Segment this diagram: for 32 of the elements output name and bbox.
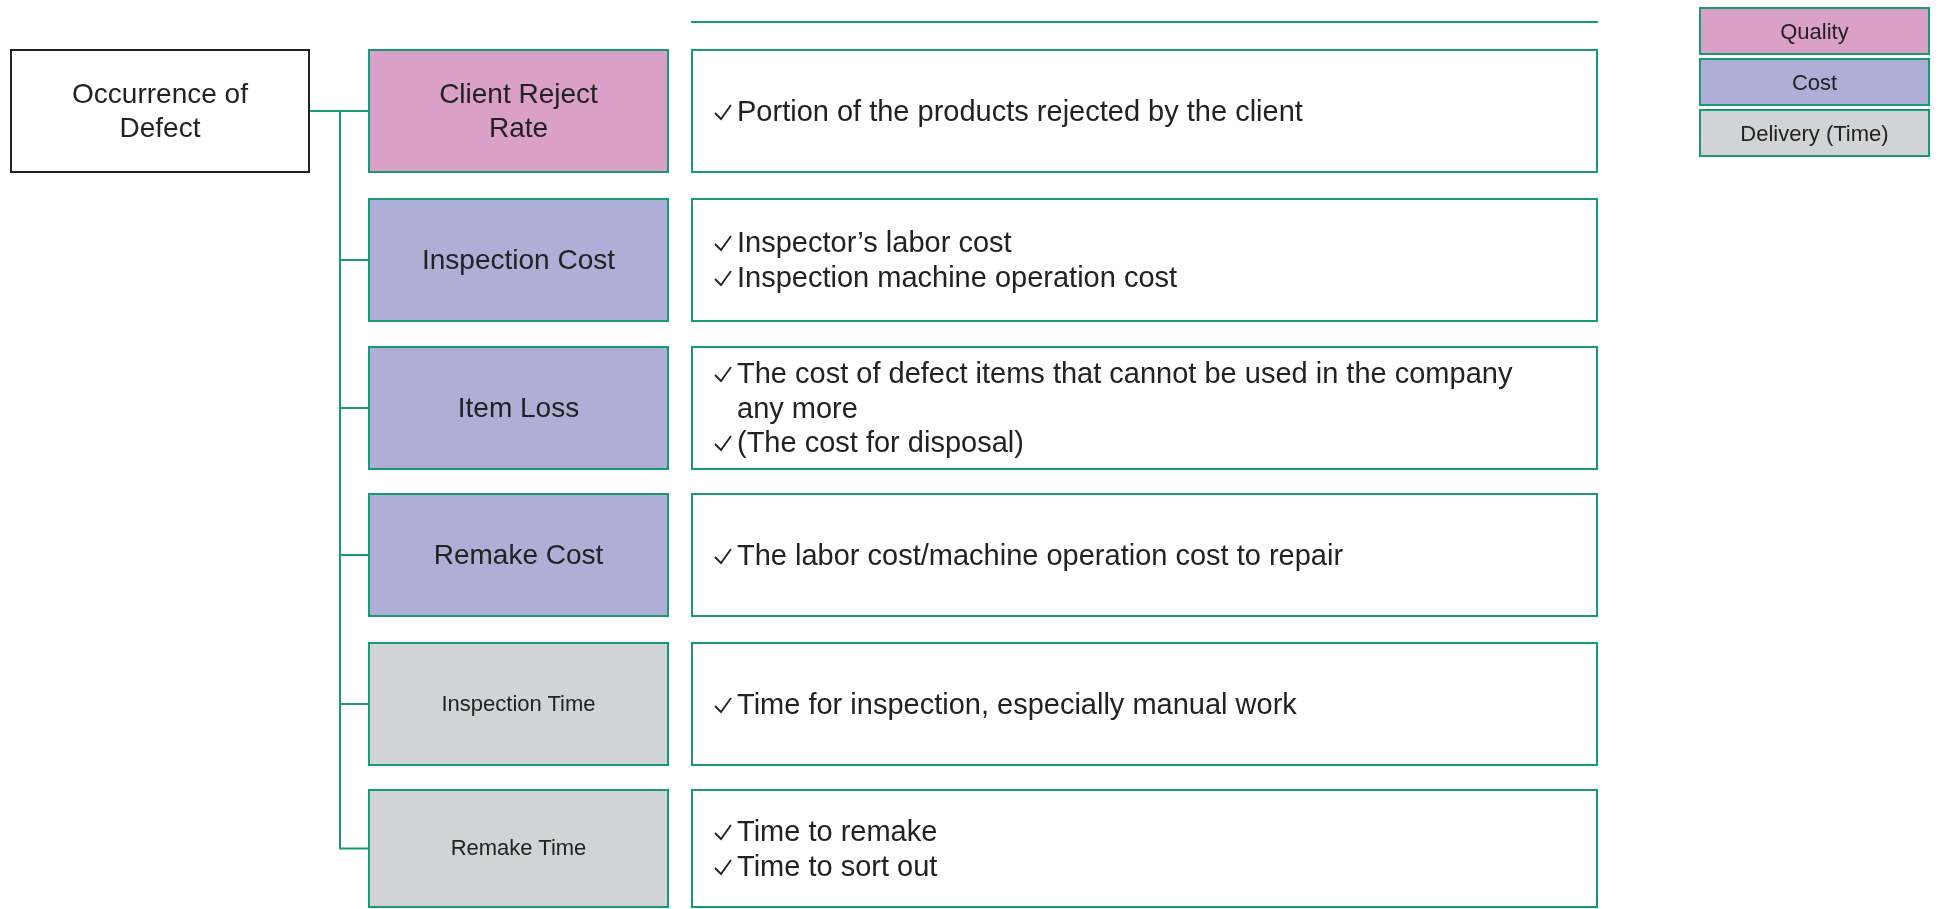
category-box (368, 789, 669, 908)
bullet-text: Inspector’s labor cost (737, 225, 1012, 260)
category-box (368, 493, 669, 617)
description-box (691, 49, 1598, 173)
bullet-text: The cost of defect items that cannot be used in the company any more (737, 355, 1514, 426)
node-label: Inspection Cost (422, 243, 615, 277)
node-label: Remake Cost (433, 538, 604, 572)
bullet-text: Time to remake (737, 813, 938, 849)
node-label: Occurrence of Defect (71, 77, 249, 145)
bullet-text: Time to sort out (737, 848, 938, 884)
category-box (368, 642, 669, 766)
category-box (368, 346, 669, 470)
root-box (10, 49, 310, 173)
category-box (368, 198, 669, 322)
category-box (368, 49, 669, 173)
bullet-text: The labor cost/machine operation cost to repair (737, 537, 1344, 573)
bullet-text: Portion of the products rejected by the client (737, 93, 1303, 129)
legend-label: Quality (1780, 17, 1849, 46)
node-label: Item Loss (457, 391, 580, 425)
description-box (691, 346, 1598, 470)
description-box (691, 198, 1598, 322)
description-box (691, 789, 1598, 908)
bullet-text: Time for inspection, especially manual work (737, 686, 1297, 722)
legend-label: Cost (1791, 68, 1838, 97)
node-label: Remake Time (450, 835, 587, 862)
description-box (691, 493, 1598, 617)
legend-label: Delivery (Time) (1740, 119, 1889, 148)
node-label: Client Reject Rate (438, 77, 599, 145)
description-box (691, 642, 1598, 766)
bullet-text: (The cost for disposal) (737, 425, 1024, 461)
node-label: Inspection Time (441, 690, 596, 718)
bullet-text: Inspection machine operation cost (737, 260, 1178, 295)
